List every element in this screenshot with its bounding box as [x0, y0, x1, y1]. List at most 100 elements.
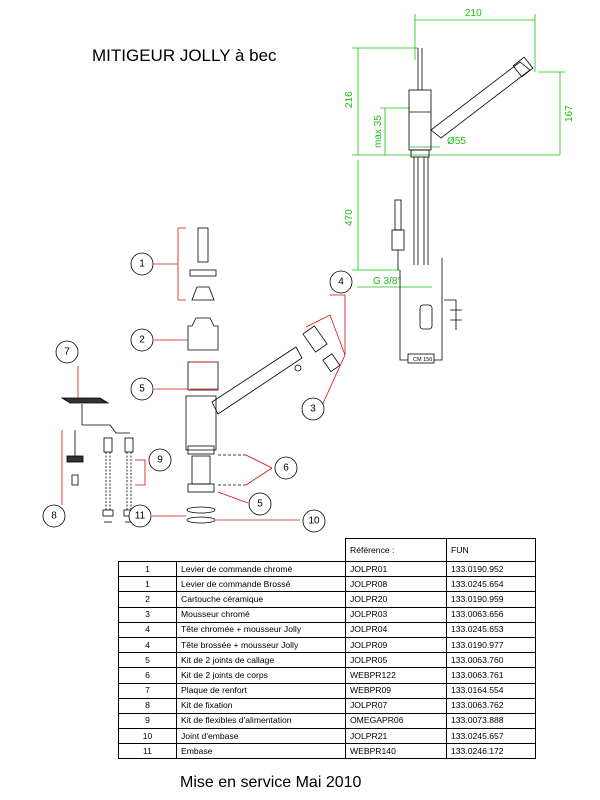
callout-6: 6: [274, 456, 298, 480]
flexible-hoses: [105, 452, 132, 510]
callout-4: 4: [329, 270, 353, 294]
dim-spout: 167: [564, 105, 575, 122]
part-number: 2: [118, 591, 177, 608]
part-fun-code: 133.0245.657: [446, 728, 536, 745]
part-reference: OMEGAPR06: [345, 712, 447, 730]
part-number: 10: [118, 728, 177, 745]
dim-diameter: Ø55: [447, 136, 466, 147]
part-fun-code: 133.0246.172: [446, 743, 536, 760]
part-number: 1: [118, 576, 177, 593]
part-reference: JOLPR03: [345, 606, 447, 623]
svg-text:7: 7: [64, 347, 70, 358]
plate-link: [82, 424, 130, 434]
dim-width: 210: [465, 8, 482, 19]
hose-left-top: [103, 437, 113, 453]
part-fun-code: 133.0164.554: [446, 682, 536, 699]
table-header-row: Référence : FUN: [119, 538, 536, 562]
part-description: Plaque de renfort: [176, 682, 346, 699]
part-fun-code: 133.0245.654: [446, 576, 536, 593]
part-reference: JOLPR21: [345, 728, 447, 745]
callout-7: 7: [55, 340, 79, 364]
part-description: Joint d'embase: [176, 728, 346, 745]
svg-text:8: 8: [51, 511, 57, 522]
callout-2: 2: [130, 328, 154, 352]
fixation-washer: [71, 474, 79, 486]
part-fun-code: 133.0063.656: [446, 606, 536, 623]
cartridge-part: [187, 317, 219, 351]
reinforcement-plate: [60, 397, 110, 404]
dim-height: 216: [344, 91, 355, 108]
svg-text:2: 2: [139, 335, 145, 346]
dim-hose: 470: [344, 209, 355, 226]
fixation-nut: [66, 455, 84, 463]
part-reference: JOLPR07: [345, 697, 447, 714]
callout-leaders: [61, 227, 346, 521]
hose-left-bottom: [102, 509, 114, 517]
callout-5b: 5: [248, 492, 272, 516]
part-reference: WEBPR09: [345, 682, 447, 699]
part-number: 11: [118, 743, 177, 760]
body-joint-bottom: [187, 483, 215, 493]
part-description: Tête brossée + mousseur Jolly: [176, 636, 346, 654]
exploded-parts: [60, 227, 341, 524]
aerator-part: [322, 353, 341, 373]
svg-text:1: 1: [139, 259, 145, 270]
base-part: [186, 506, 216, 514]
body-lower: [191, 455, 211, 485]
callout-11: 11: [128, 504, 152, 528]
part-fun-code: 133.0063.762: [446, 697, 536, 714]
part-reference: JOLPR05: [345, 652, 447, 669]
svg-text:10: 10: [308, 516, 320, 527]
calage-ring: [187, 361, 219, 391]
dim-thread: G 3/8": [373, 276, 401, 287]
part-description: Levier de commande chromé: [176, 560, 346, 578]
part-reference: WEBPR122: [345, 667, 447, 684]
part-fun-code: 133.0063.760: [446, 652, 536, 669]
base-joint: [186, 516, 216, 524]
part-number: 8: [118, 697, 177, 714]
part-reference: WEBPR140: [345, 743, 447, 760]
svg-text:11: 11: [135, 511, 146, 522]
part-reference: JOLPR04: [345, 621, 447, 638]
part-description: Kit de 2 joints de corps: [176, 667, 346, 684]
part-description: Mousseur chromé: [176, 606, 346, 623]
callout-1: 1: [130, 252, 154, 276]
part-description: Levier de commande Brossé: [176, 576, 346, 593]
callout-10: 10: [302, 509, 326, 533]
page-title: MITIGEUR JOLLY à bec: [92, 46, 277, 65]
header-fun: FUN: [446, 538, 536, 562]
callout-8: 8: [42, 504, 66, 528]
lever-part: [197, 227, 209, 263]
header-reference: Référence :: [345, 538, 447, 562]
part-reference: JOLPR08: [345, 576, 447, 593]
body-part: [185, 395, 217, 451]
part-number: 4: [118, 621, 177, 638]
part-description: Cartouche céramique: [176, 591, 346, 608]
head-part: [302, 325, 328, 353]
spout-part: [211, 346, 303, 415]
svg-text:3: 3: [310, 404, 316, 415]
svg-text:9: 9: [157, 455, 163, 466]
part-fun-code: 133.0245.653: [446, 621, 536, 638]
part-fun-code: 133.0073.888: [446, 712, 536, 730]
part-description: Embase: [176, 743, 346, 760]
dim-max: max 35: [373, 115, 384, 148]
part-description: Kit de 2 joints de callage: [176, 652, 346, 669]
cutout-label: CM 150: [413, 357, 432, 363]
lever-ring: [189, 269, 217, 277]
callouts: 1 2 3 4 5 6 7 8 9 10 11 5: [42, 252, 353, 533]
part-description: Kit de flexibles d'alimentation: [176, 712, 346, 730]
dimension-drawing: 210 216 167 max 35 Ø55 470 G 3/8": [344, 8, 575, 364]
part-number: 3: [118, 606, 177, 623]
